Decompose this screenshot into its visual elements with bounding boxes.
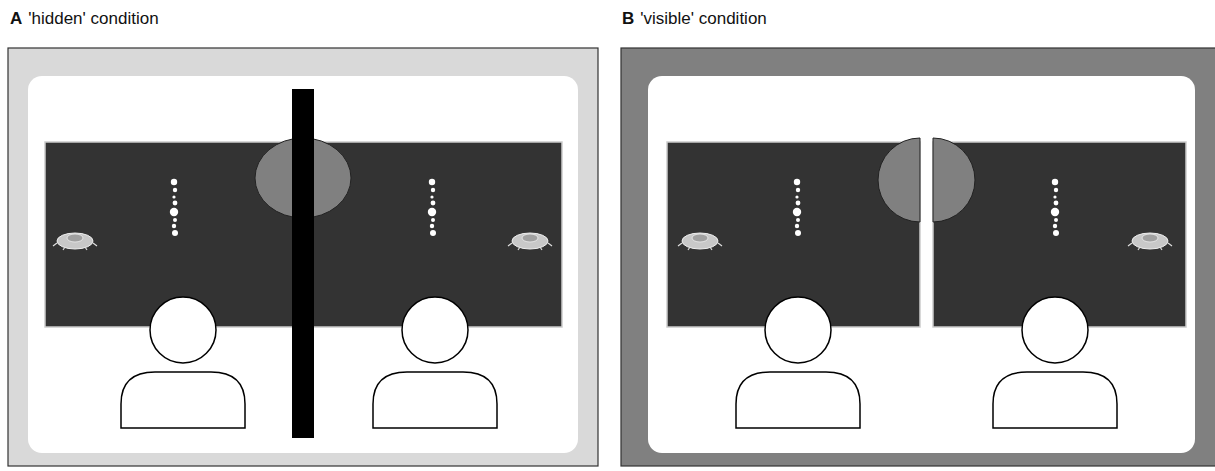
star-dot bbox=[173, 188, 177, 192]
star-dot bbox=[1054, 201, 1059, 206]
panel-frame bbox=[8, 48, 598, 466]
occluding-barrier bbox=[292, 89, 314, 438]
participant-figure bbox=[373, 297, 497, 428]
panel-title: 'hidden' condition bbox=[28, 9, 158, 28]
star-dot bbox=[1053, 224, 1057, 228]
participant-figure bbox=[121, 297, 245, 428]
star-dot bbox=[173, 201, 178, 206]
star-dot bbox=[1052, 179, 1058, 185]
ship-fins bbox=[1128, 243, 1172, 250]
panel-title: 'visible' condition bbox=[640, 9, 767, 28]
ship-dome bbox=[67, 234, 83, 242]
participant-head bbox=[1022, 297, 1088, 363]
participant-body bbox=[121, 372, 245, 428]
star-dot bbox=[796, 188, 800, 192]
star-dot bbox=[173, 218, 177, 222]
panel-inner bbox=[28, 76, 578, 453]
star-dot bbox=[1054, 218, 1058, 222]
ship-dome bbox=[692, 234, 708, 242]
panel-frame bbox=[621, 48, 1215, 466]
star-dot bbox=[795, 230, 801, 236]
participant-body bbox=[373, 372, 497, 428]
star-dot bbox=[795, 195, 798, 198]
panel-letter: B bbox=[622, 9, 634, 28]
ship-fins bbox=[53, 243, 97, 250]
star-dot bbox=[172, 230, 178, 236]
star-dot bbox=[430, 224, 434, 228]
star-dot bbox=[172, 195, 175, 198]
star-dot bbox=[793, 208, 801, 216]
star-dot bbox=[1054, 188, 1058, 192]
star-dot bbox=[1053, 195, 1056, 198]
star-dot bbox=[428, 208, 436, 216]
ship-fins bbox=[508, 243, 552, 250]
spaceship-icon bbox=[1128, 233, 1172, 250]
star-dot bbox=[796, 201, 801, 206]
star-dot bbox=[1053, 230, 1059, 236]
star-dot bbox=[796, 218, 800, 222]
panel-inner bbox=[648, 76, 1195, 453]
ship-hull bbox=[682, 233, 718, 249]
spaceship-icon bbox=[53, 233, 97, 250]
star-dot bbox=[429, 179, 435, 185]
star-dot bbox=[430, 195, 433, 198]
star-dot bbox=[171, 179, 177, 185]
spaceship-icon bbox=[678, 233, 722, 250]
participant-figure bbox=[993, 297, 1117, 428]
participant-head bbox=[765, 297, 831, 363]
participant-body bbox=[736, 372, 860, 428]
participant-body bbox=[993, 372, 1117, 428]
ship-hull bbox=[1132, 233, 1168, 249]
participant-figure bbox=[736, 297, 860, 428]
ship-hull bbox=[512, 233, 548, 249]
condition-panel: A 'hidden' condition bbox=[10, 9, 600, 467]
star-dot bbox=[430, 230, 436, 236]
participant-head bbox=[402, 297, 468, 363]
star-dot bbox=[794, 179, 800, 185]
condition-panel: B 'visible' condition bbox=[622, 9, 1215, 467]
star-dot bbox=[170, 208, 178, 216]
ship-dome bbox=[1142, 234, 1158, 242]
star-dot bbox=[431, 188, 435, 192]
star-dot bbox=[431, 201, 436, 206]
target-half-disc bbox=[933, 138, 975, 222]
participant-head bbox=[150, 297, 216, 363]
panel-heading: B 'visible' condition bbox=[622, 9, 767, 29]
star-dot bbox=[172, 224, 176, 228]
spaceship-icon bbox=[508, 233, 552, 250]
star-dot bbox=[795, 224, 799, 228]
panel-letter: A bbox=[10, 9, 22, 28]
target-half-disc bbox=[878, 138, 920, 222]
star-dot bbox=[1051, 208, 1059, 216]
ship-dome bbox=[522, 234, 538, 242]
panel-heading: A 'hidden' condition bbox=[10, 9, 159, 29]
ship-hull bbox=[57, 233, 93, 249]
star-dot bbox=[431, 218, 435, 222]
ship-fins bbox=[678, 243, 722, 250]
